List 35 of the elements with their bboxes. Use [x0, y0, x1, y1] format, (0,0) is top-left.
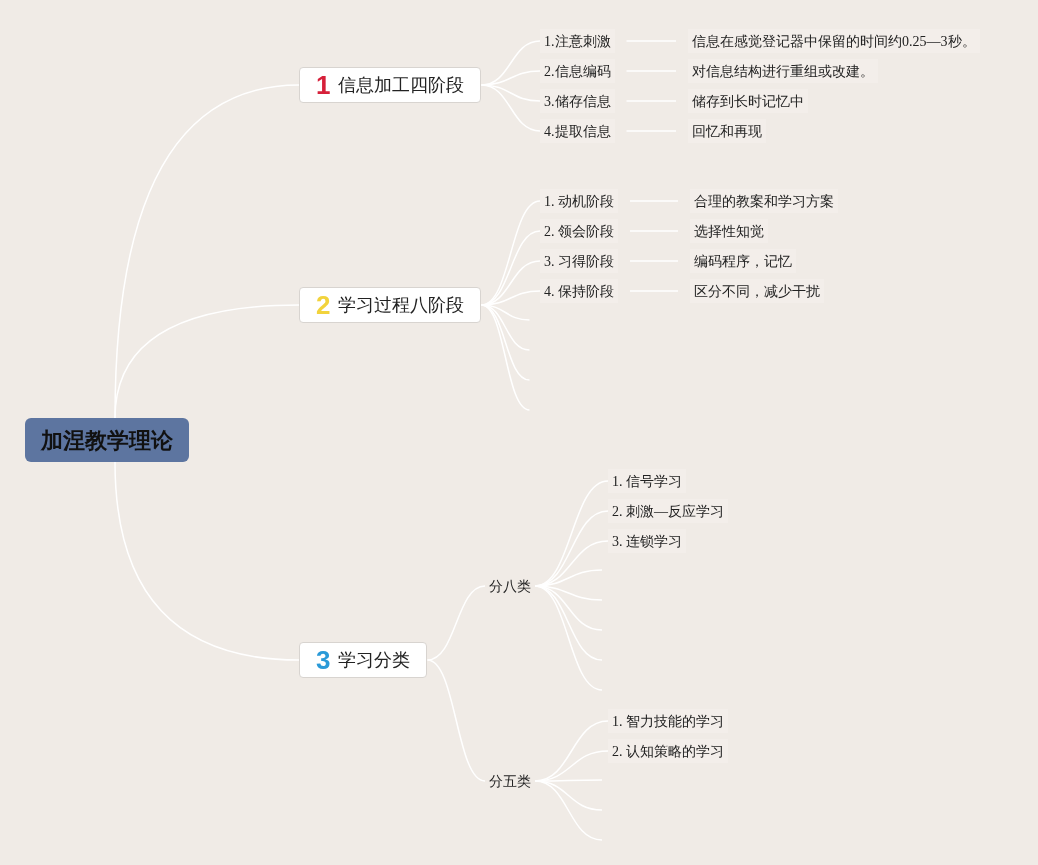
subtopic-text: 信息在感觉登记器中保留的时间约0.25—3秒。: [688, 29, 980, 53]
subtopic-text: 合理的教案和学习方案: [690, 189, 838, 213]
central-topic-box: 加涅教学理论: [25, 418, 189, 462]
subtopic-text: 2. 刺激—反应学习: [608, 499, 728, 523]
subtopic-text: 3.储存信息: [540, 89, 615, 113]
connector-line: [426, 659, 486, 782]
topic-box: [299, 287, 482, 323]
subtopic-text: 2. 认知策略的学习: [608, 739, 728, 763]
subtopic-text: 选择性知觉: [690, 219, 768, 243]
topic-title: 学习分类: [338, 651, 411, 669]
subtopic-text: 1.注意刺激: [540, 29, 615, 53]
subtopic-text: 回忆和再现: [688, 119, 766, 143]
topic-box: [299, 67, 482, 103]
connector-line: [114, 461, 300, 661]
subtopic-text: 1. 智力技能的学习: [608, 709, 728, 733]
subtopic-text: 4.提取信息: [540, 119, 615, 143]
subtopic-text: 1. 动机阶段: [540, 189, 618, 213]
topic-title: 学习过程八阶段: [338, 296, 465, 314]
number-marker: 2: [316, 292, 331, 318]
number-marker: 3: [316, 647, 331, 673]
subtopic-text: 分八类: [485, 574, 535, 598]
subtopic-text: 3. 习得阶段: [540, 249, 618, 273]
subtopic-text: 2.信息编码: [540, 59, 615, 83]
subtopic-text: 3. 连锁学习: [608, 529, 686, 553]
subtopic-text: 分五类: [485, 769, 535, 793]
subtopic-text: 2. 领会阶段: [540, 219, 618, 243]
subtopic-text: 1. 信号学习: [608, 469, 686, 493]
topic-title: 信息加工四阶段: [338, 76, 465, 94]
subtopic-text: 区分不同，减少干扰: [690, 279, 824, 303]
subtopic-text: 4. 保持阶段: [540, 279, 618, 303]
number-marker: 1: [316, 72, 331, 98]
subtopic-text: 对信息结构进行重组或改建。: [688, 59, 878, 83]
subtopic-text: 编码程序，记忆: [690, 249, 796, 273]
topic-box: [299, 642, 428, 678]
subtopic-text: 储存到长时记忆中: [688, 89, 808, 113]
